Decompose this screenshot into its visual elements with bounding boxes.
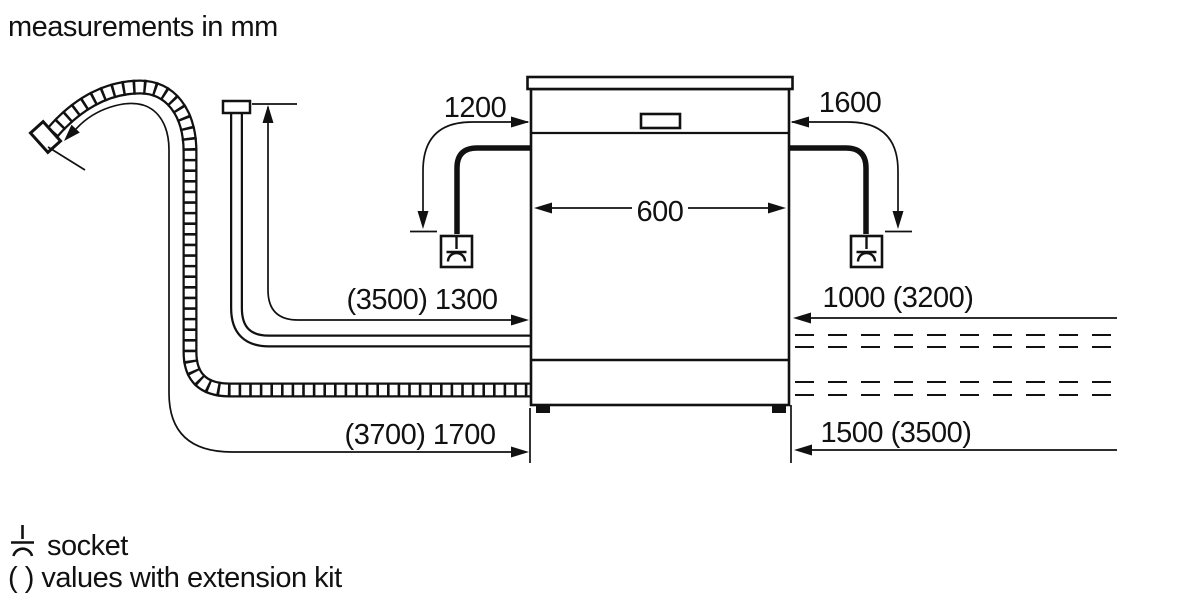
drain-hose-left-label: (3700) 1700 — [345, 419, 496, 451]
dishwasher — [526, 75, 794, 413]
power-cord-left-label: 1200 — [444, 92, 507, 124]
arrow-left-icon — [793, 312, 811, 324]
arrow-right-icon — [768, 202, 786, 214]
legend-socket-label: socket — [47, 530, 128, 562]
legend: socket ( ) values with extension kit — [8, 525, 343, 594]
dim-power-cord-left: 1200 — [410, 92, 530, 233]
legend-extension-note: ( ) values with extension kit — [8, 562, 342, 594]
dim-appliance-width: 600 — [534, 196, 786, 228]
dishwasher-body — [529, 87, 791, 407]
drain-hose-right-label: 1500 (3500) — [821, 417, 972, 449]
socket-left-icon — [439, 234, 474, 269]
dim-power-cord-right: 1600 — [790, 87, 912, 233]
drain-hose-end-fitting — [28, 119, 63, 155]
supply-hose — [221, 99, 535, 348]
foot-right — [772, 405, 786, 413]
power-cord-right-label: 1600 — [819, 87, 882, 119]
dishwasher-worktop — [526, 75, 794, 91]
diagram-title: measurements in mm — [8, 11, 278, 43]
supply-hose-inner — [232, 110, 535, 346]
arrow-right-icon — [511, 446, 529, 458]
dim-supply-hose-right: 1000 (3200) — [793, 282, 1117, 324]
foot-left — [536, 405, 550, 413]
socket-right-icon — [849, 234, 884, 269]
dim-supply-hose-left: (3500) 1300 — [252, 103, 529, 326]
arrow-left-icon — [790, 116, 809, 128]
extension-hoses-dashed — [795, 334, 1117, 396]
power-cord-right — [786, 145, 869, 234]
appliance-width-label: 600 — [637, 196, 684, 228]
arrow-down-icon — [417, 211, 429, 229]
arrow-right-icon — [511, 314, 529, 326]
arrow-down-left-icon — [64, 124, 80, 141]
supply-hose-left-label: (3500) 1300 — [347, 284, 498, 316]
arrow-down-icon — [892, 211, 904, 229]
legend-socket-icon — [11, 525, 34, 557]
drain-hose-corrugation — [46, 79, 535, 398]
dim-drain-hose-right: 1500 (3500) — [790, 405, 1117, 463]
handle-display — [639, 112, 682, 130]
supply-hose-right-label: 1000 (3200) — [823, 282, 974, 314]
arrow-up-icon — [262, 105, 274, 123]
power-cord-left — [454, 145, 534, 234]
dim-drain-hose-left: (3700) 1700 — [47, 102, 531, 463]
arrow-left-icon — [794, 444, 812, 456]
drain-hose — [28, 79, 535, 398]
arrow-left-icon — [534, 202, 552, 214]
arrow-right-icon — [511, 116, 530, 128]
supply-hose-cap — [221, 99, 252, 115]
